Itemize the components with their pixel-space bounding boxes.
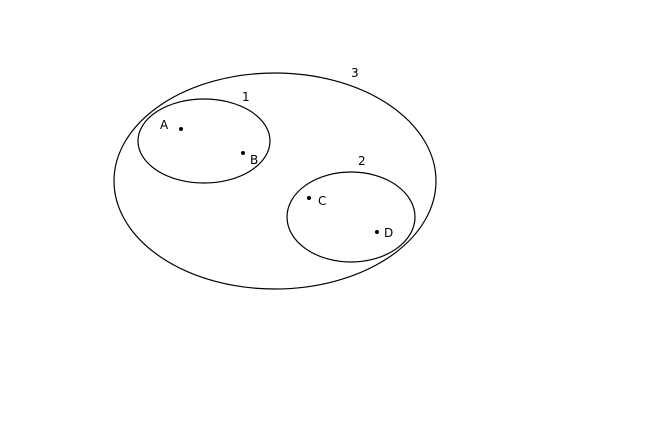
set-1-label: 1 xyxy=(242,90,250,104)
point-c-label: C xyxy=(318,194,326,208)
point-a-dot xyxy=(179,127,183,131)
set-2-label: 2 xyxy=(358,154,366,168)
set-1-ellipse xyxy=(137,98,271,184)
set-3-label: 3 xyxy=(351,66,359,80)
point-d-label: D xyxy=(384,226,393,240)
point-a-label: A xyxy=(160,118,169,132)
point-c-dot xyxy=(307,196,311,200)
set-3-ellipse xyxy=(113,72,437,290)
point-d-dot xyxy=(375,230,379,234)
point-b-dot xyxy=(241,151,245,155)
set-2-ellipse xyxy=(286,171,416,263)
point-b-label: B xyxy=(250,153,258,167)
